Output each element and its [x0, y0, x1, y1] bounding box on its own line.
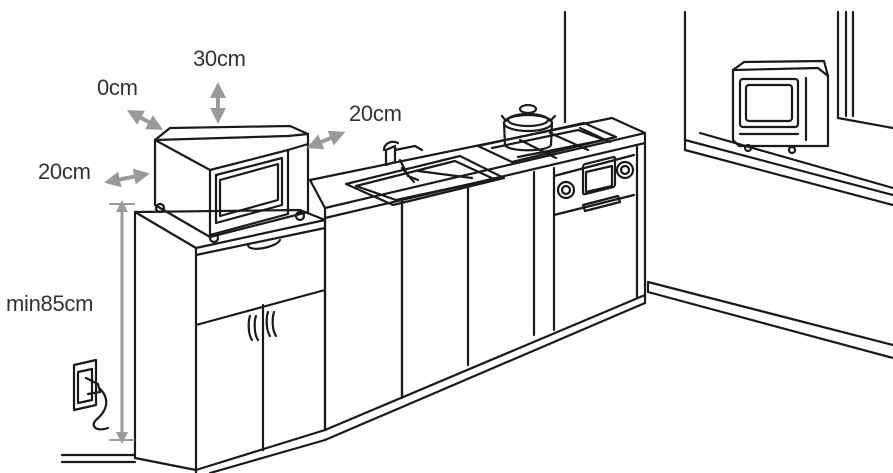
sink — [344, 154, 506, 207]
microwave-oven-icon — [153, 124, 310, 244]
window — [683, 10, 893, 207]
faucet-icon — [382, 140, 424, 184]
built-in-oven — [552, 153, 636, 217]
mini-oven-icon — [731, 59, 830, 155]
right-clearance-label: 20cm — [349, 101, 402, 126]
room-walls — [563, 10, 893, 360]
microwave-stand-cabinet — [133, 208, 327, 473]
min-height-label: min85cm — [6, 291, 94, 316]
top-clearance-label: 30cm — [193, 46, 246, 71]
base-cabinets — [323, 141, 647, 442]
left-clearance-arrow — [104, 168, 150, 188]
right-clearance-arrow — [306, 130, 346, 150]
wall-outlet-icon — [72, 358, 110, 431]
cooking-pot-icon — [500, 103, 557, 152]
back-clearance-arrow — [126, 110, 164, 130]
back-clearance-label: 0cm — [97, 75, 138, 100]
left-clearance-label: 20cm — [38, 159, 91, 184]
floor-lines — [60, 438, 327, 473]
